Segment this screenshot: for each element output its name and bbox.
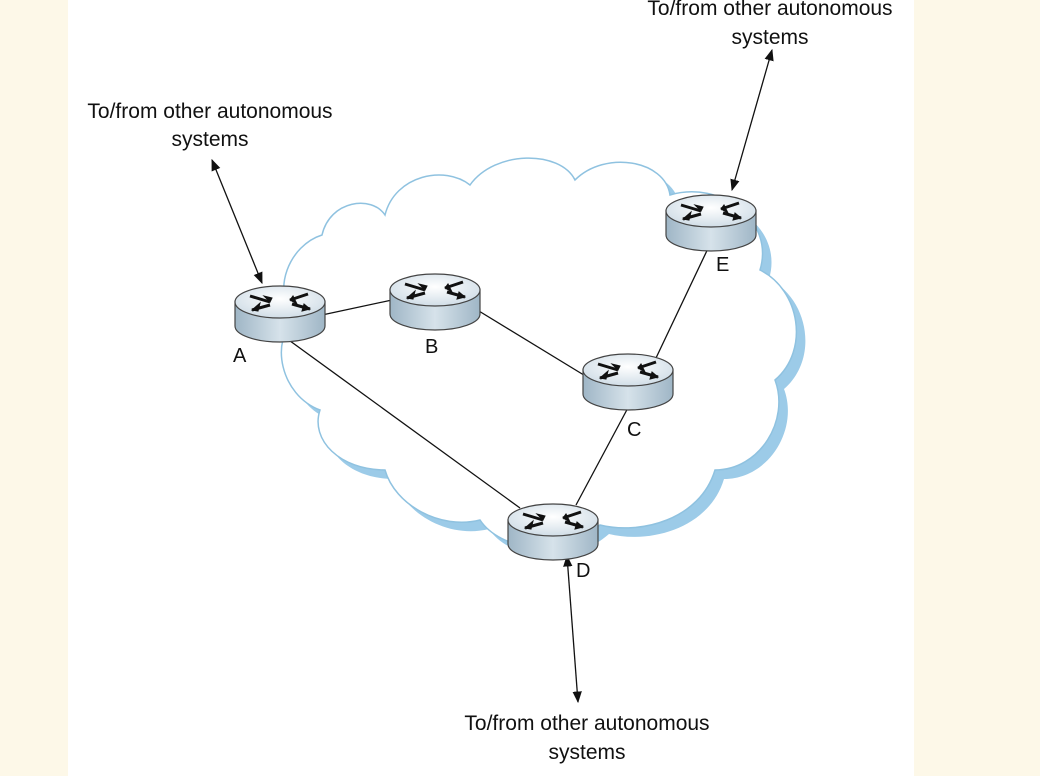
external-link-d (563, 554, 582, 704)
router-label: C (627, 419, 641, 441)
external-label-left: To/from other autonomous systems (87, 100, 332, 151)
router-icon (233, 284, 327, 344)
external-label-line2: systems (548, 741, 625, 764)
external-label-line2: systems (171, 128, 248, 151)
router-label: B (425, 336, 438, 358)
router-d: D (506, 502, 600, 582)
router-label: E (716, 254, 729, 276)
router-e: E (664, 193, 758, 276)
external-label-line1: To/from other autonomous (464, 712, 709, 735)
router-c: C (581, 352, 675, 441)
router-label: D (576, 560, 590, 582)
external-label-bottom: To/from other autonomous systems (464, 712, 709, 764)
link-c-d (575, 403, 631, 506)
link-a-d (285, 337, 521, 509)
autonomous-system-cloud (280, 157, 806, 557)
router-icon (388, 272, 482, 332)
router-b: B (388, 272, 482, 358)
router-icon (506, 502, 600, 562)
external-label-top: To/from other autonomous systems (647, 0, 892, 49)
link-b-c (473, 307, 593, 381)
external-label-line2: systems (731, 26, 808, 49)
router-icon (581, 352, 675, 412)
link-a-b (321, 299, 393, 316)
router-a: A (233, 284, 327, 367)
external-label-line1: To/from other autonomous (647, 0, 892, 20)
external-link-e (730, 48, 774, 192)
router-icon (664, 193, 758, 253)
link-c-e (655, 239, 713, 359)
external-link-a (211, 158, 263, 285)
external-label-line1: To/from other autonomous (87, 100, 332, 123)
router-label: A (233, 345, 247, 367)
